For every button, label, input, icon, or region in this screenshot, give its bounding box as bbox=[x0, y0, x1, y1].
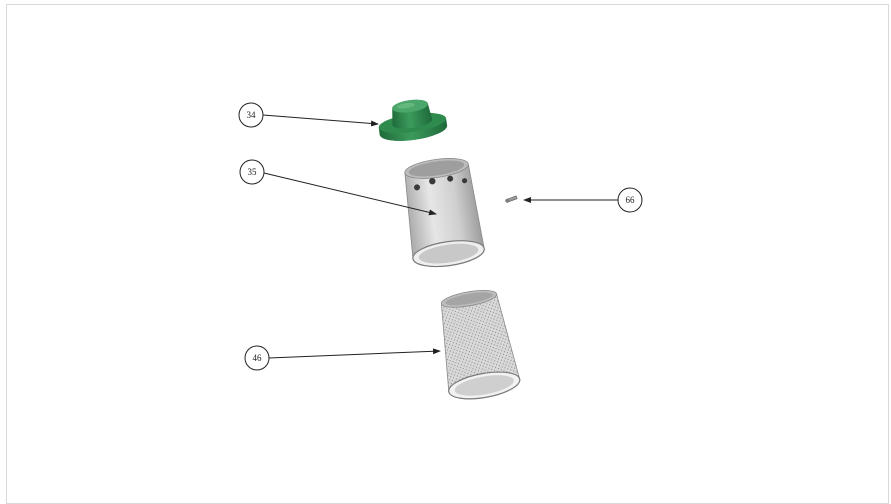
callout-label-46: 46 bbox=[253, 353, 263, 363]
leader-line-35 bbox=[263, 172, 437, 216]
exploded-parts-diagram: 34 35 66 46 bbox=[238, 99, 643, 400]
leader-line-34 bbox=[262, 114, 379, 127]
leader-line-46 bbox=[268, 348, 441, 359]
callout-46: 46 bbox=[244, 345, 270, 371]
perforated-tube-part bbox=[404, 158, 485, 268]
screw-part bbox=[505, 195, 518, 203]
callout-label-34: 34 bbox=[247, 110, 257, 120]
mesh-screen-part bbox=[440, 289, 521, 400]
callout-label-35: 35 bbox=[248, 167, 258, 177]
callout-35: 35 bbox=[239, 159, 265, 185]
callout-34: 34 bbox=[238, 102, 264, 128]
callout-label-66: 66 bbox=[626, 195, 636, 205]
callout-66: 66 bbox=[617, 187, 643, 213]
cap-part bbox=[378, 99, 448, 141]
